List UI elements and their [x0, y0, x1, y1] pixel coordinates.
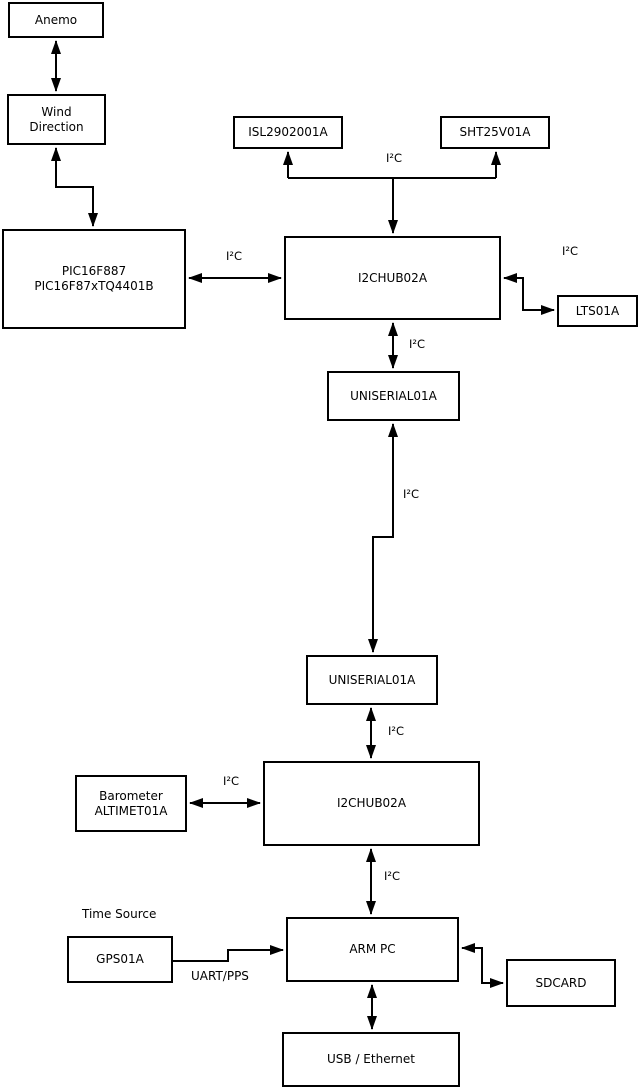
node-lts01a-label: LTS01A [575, 303, 620, 318]
node-usb-ethernet: USB / Ethernet [282, 1032, 460, 1087]
node-uniserial01a-1: UNISERIAL01A [327, 371, 460, 421]
node-uniserial01a-2-label: UNISERIAL01A [328, 672, 416, 687]
node-i2chub02a-1-label: I2CHUB02A [357, 270, 428, 285]
node-wind-direction: Wind Direction [7, 94, 106, 145]
wire-uniserial1-uniserial2 [368, 423, 398, 653]
node-anemo: Anemo [8, 2, 104, 38]
wire-gps-armpc [173, 945, 284, 962]
node-arm-pc-label: ARM PC [349, 942, 396, 956]
node-uniserial01a-1-label: UNISERIAL01A [350, 388, 437, 403]
node-gps01a: GPS01A [67, 936, 173, 983]
edge-label-i2c-uniserial2-hub2: I²C [388, 724, 405, 738]
edge-label-i2c-pic: I²C [226, 249, 243, 263]
node-pic16f887: PIC16F887 PIC16F87xTQ4401B [2, 229, 186, 329]
edge-label-i2c-lts: I²C [562, 244, 579, 258]
edge-label-i2c-barometer: I²C [223, 774, 240, 788]
edge-label-time-source: Time Source [82, 907, 157, 921]
node-sht25v01a-label: SHT25V01A [459, 125, 531, 139]
node-usb-ethernet-label: USB / Ethernet [327, 1052, 415, 1066]
edge-label-i2c-sensors: I²C [386, 151, 403, 165]
node-sht25v01a: SHT25V01A [440, 116, 550, 149]
edge-label-i2c-hub2-armpc: I²C [384, 869, 401, 883]
node-wind-direction-label-line2: Direction [29, 119, 84, 134]
node-wind-direction-label-line1: Wind [41, 104, 72, 119]
edge-label-i2c-uniserial-link: I²C [403, 487, 420, 501]
node-lts01a: LTS01A [557, 295, 638, 327]
node-gps01a-label: GPS01A [96, 952, 144, 966]
node-i2chub02a-1: I2CHUB02A [284, 236, 501, 320]
node-arm-pc: ARM PC [286, 917, 459, 982]
node-pic16f887-label-line2: PIC16F87xTQ4401B [34, 279, 154, 293]
node-barometer-label-line1: Barometer [99, 788, 163, 803]
node-anemo-label: Anemo [34, 12, 78, 27]
wire-wind-pic [51, 147, 98, 227]
edge-label-uart-pps: UART/PPS [191, 969, 249, 983]
wire-i2chub1-lts [503, 273, 555, 315]
node-sdcard-label: SDCARD [535, 975, 587, 990]
node-barometer-altimet01a: Barometer ALTIMET01A [75, 775, 187, 832]
edge-label-i2c-hub1-uniserial1: I²C [409, 337, 426, 351]
node-i2chub02a-2-label: I2CHUB02A [336, 796, 407, 810]
node-sdcard: SDCARD [506, 959, 616, 1007]
node-uniserial01a-2: UNISERIAL01A [306, 655, 438, 705]
node-isl2902001a: ISL2902001A [233, 116, 343, 149]
node-pic16f887-label-line1: PIC16F887 [61, 264, 127, 278]
node-barometer-label-line2: ALTIMET01A [94, 803, 168, 818]
node-i2chub02a-2: I2CHUB02A [263, 761, 480, 846]
wire-armpc-sdcard [461, 943, 504, 988]
node-isl2902001a-label: ISL2902001A [248, 125, 328, 139]
